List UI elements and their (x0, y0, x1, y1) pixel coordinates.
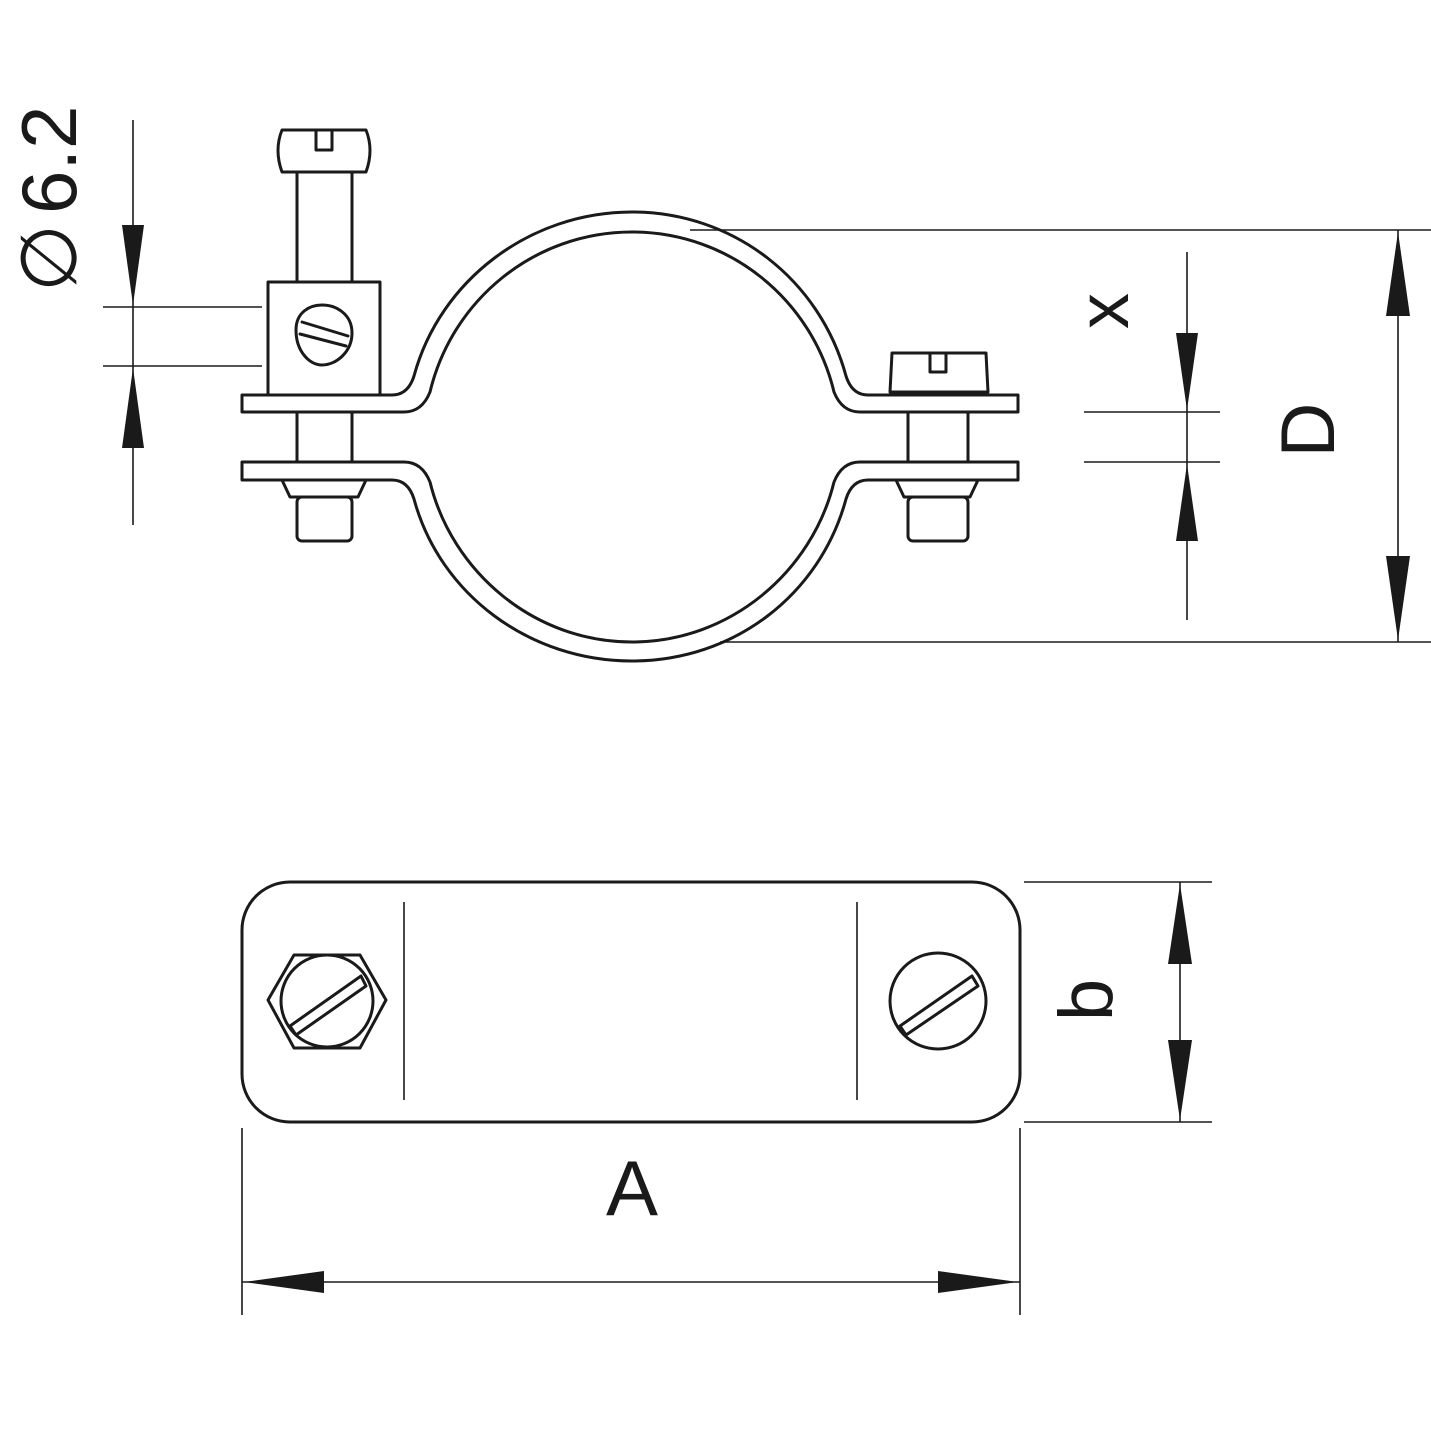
left-screw-slot-top (288, 974, 368, 1037)
dimension-x (1176, 252, 1198, 620)
left-screw-shank-mid (295, 410, 354, 464)
dimension-A (242, 1271, 1020, 1293)
clamp-band-lower-outer (240, 460, 1020, 663)
right-screw-shank (906, 410, 970, 464)
left-lower-nut (280, 478, 368, 499)
left-screw-tip (295, 495, 354, 543)
label-D: D (1266, 403, 1351, 458)
clamp-plate-outline (240, 880, 1022, 1124)
right-screw-tip (906, 495, 970, 543)
right-screw-slot (928, 351, 948, 374)
label-hole-diameter: ∅ 6.2 (5, 106, 93, 292)
dimension-b (1168, 882, 1192, 1122)
hole-diameter-value: 6.2 (5, 106, 93, 214)
right-lower-nut (894, 478, 980, 499)
right-screw-slot-top (898, 974, 980, 1037)
left-screw-shank (295, 170, 354, 284)
dimension-hole-diameter (122, 120, 144, 525)
label-A: A (606, 1144, 658, 1232)
dimension-D (1386, 230, 1410, 642)
left-nut-hole-slot-2 (298, 332, 348, 348)
diameter-symbol: ∅ (5, 224, 93, 292)
label-x: x (1064, 293, 1144, 329)
clamp-band-upper-outer (240, 210, 1020, 414)
top-view: b A (240, 880, 1212, 1315)
left-screw-slot (314, 128, 334, 152)
left-nut-hole-slot (300, 320, 350, 338)
front-view: D x ∅ 6.2 (5, 106, 1431, 663)
left-nut-hole (294, 303, 354, 367)
label-b: b (1044, 979, 1129, 1021)
